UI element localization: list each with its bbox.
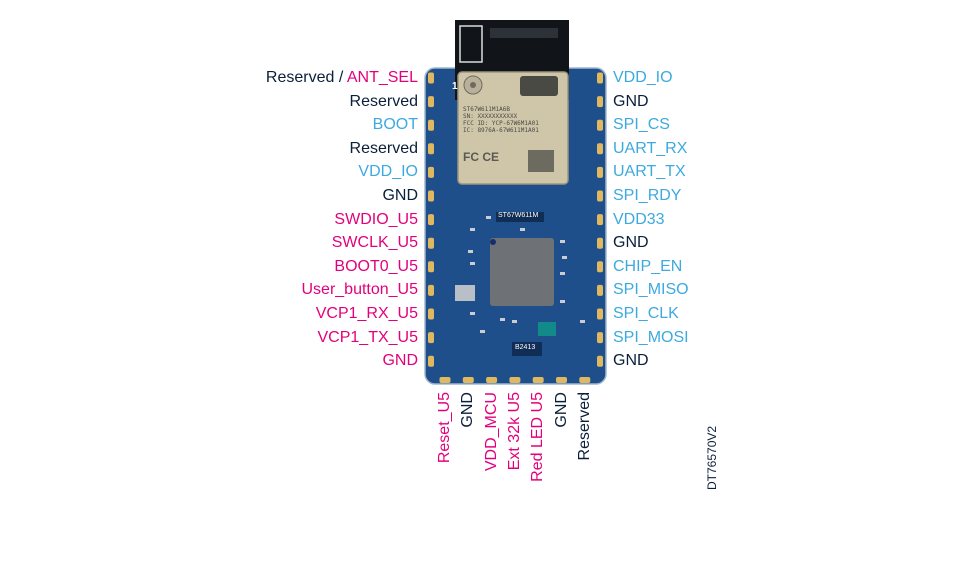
- bottom-pin-label: Reserved: [575, 392, 593, 461]
- left-pin-label-part: VCP1_RX_U5: [315, 305, 418, 322]
- pin-pad: [428, 143, 434, 155]
- pin-pad: [597, 96, 603, 108]
- pin-pad: [509, 377, 521, 383]
- right-pin-label: UART_RX: [613, 139, 688, 157]
- pin-pad: [597, 261, 603, 273]
- left-pin-label-part: Reserved /: [265, 69, 347, 86]
- right-pin-label: SPI_RDY: [613, 187, 682, 204]
- left-pin-label: BOOT: [373, 116, 418, 134]
- module-marking-line: FCC ID: YCP-67W6M1A01: [463, 120, 539, 127]
- pin-pad: [532, 377, 544, 383]
- left-pin-label-part: BOOT: [372, 116, 418, 134]
- bottom-pin-label: Ext 32k U5: [505, 392, 523, 471]
- pin-pad: [428, 261, 434, 273]
- crystal-component: [538, 322, 556, 336]
- pin-pad: [597, 284, 603, 296]
- left-pin-label-part: VCP1_TX_U5: [317, 328, 419, 346]
- right-pin-label: SPI_MOSI: [613, 328, 689, 346]
- pin-pad: [579, 377, 591, 383]
- right-pin-label: VDD33: [613, 210, 665, 228]
- bottom-pin-label: Red LED U5: [529, 392, 547, 482]
- fcc-ce-marks-icon: FC CE: [463, 150, 499, 164]
- pin-pad: [428, 308, 434, 320]
- module-marking-line: IC: 8976A-67W611M1A01: [463, 127, 539, 134]
- pin-pad: [597, 237, 603, 249]
- module-marking: ST67W611M1A6B SN: XXXXXXXXXXX FCC ID: YC…: [463, 106, 539, 134]
- pin-pad: [439, 377, 451, 383]
- right-pin-label: VDD_IO: [613, 69, 673, 86]
- left-pin-label-part: BOOT0_U5: [334, 257, 418, 275]
- figure-id: DT76570V2: [705, 425, 719, 490]
- pin-pad: [428, 214, 434, 226]
- left-pin-label-part: User_button_U5: [301, 281, 418, 299]
- pin-pad: [486, 377, 498, 383]
- left-pin-label-part: VDD_IO: [358, 163, 418, 181]
- module-marking-line: SN: XXXXXXXXXXX: [463, 113, 518, 120]
- left-pin-label-part: Reserved: [349, 139, 418, 157]
- pin-pad: [597, 190, 603, 202]
- module-pin1-label: 1: [452, 81, 458, 92]
- pin-pad: [597, 72, 603, 84]
- left-pin-label: VCP1_TX_U5: [318, 329, 419, 347]
- right-pin-label: GND: [613, 234, 649, 252]
- left-pin-label: VDD_IO: [358, 163, 418, 181]
- pin-pad: [462, 377, 474, 383]
- left-pin-label: Reserved: [350, 93, 418, 111]
- pin-pad: [428, 166, 434, 178]
- module-marking-line: ST67W611M1A6B: [463, 106, 510, 113]
- pin-pad: [597, 355, 603, 367]
- left-pin-label: User_button_U5: [301, 281, 418, 299]
- qr-code-icon: [528, 150, 554, 172]
- left-pin-label: VCP1_RX_U5: [316, 305, 418, 323]
- button-component: [455, 285, 475, 301]
- left-pin-label-part: ANT_SEL: [346, 69, 418, 86]
- bottom-pin-label: GND: [552, 392, 570, 428]
- silkscreen-board-label: B2413: [515, 344, 536, 351]
- pin-pad: [428, 332, 434, 344]
- pin-pad: [428, 284, 434, 296]
- pin-pad: [597, 166, 603, 178]
- silkscreen-part-label: ST67W611M: [498, 212, 539, 219]
- left-pin-label: SWCLK_U5: [332, 234, 418, 252]
- st-logo-icon: [520, 76, 558, 96]
- pin-pad: [597, 332, 603, 344]
- pin-pad: [428, 237, 434, 249]
- left-pin-label: GND: [382, 187, 418, 205]
- pin-pad: [556, 377, 567, 383]
- left-pin-label-part: SWDIO_U5: [334, 210, 418, 228]
- left-pin-label-part: GND: [382, 352, 418, 370]
- right-pin-label: SPI_CLK: [613, 305, 679, 322]
- right-pin-label: SPI_CS: [613, 116, 670, 134]
- bottom-pin-label: Reset_U5: [436, 392, 453, 464]
- mcu-chip: [490, 238, 554, 306]
- pin-pad: [428, 355, 434, 367]
- right-pin-label: CHIP_EN: [613, 257, 683, 275]
- pin-pad: [428, 96, 434, 108]
- left-pin-label-part: GND: [382, 187, 418, 204]
- pin-pad: [597, 214, 603, 226]
- left-pin-label-part: SWCLK_U5: [331, 234, 418, 252]
- right-pin-label: UART_TX: [613, 163, 686, 181]
- bottom-pin-label: VDD_MCU: [482, 392, 500, 472]
- pin-pad: [428, 72, 434, 84]
- pin-pad: [428, 119, 434, 131]
- left-pin-label: GND: [382, 352, 418, 370]
- pin-pad: [597, 143, 603, 155]
- right-pin-label: GND: [613, 352, 649, 370]
- left-pin-label: Reserved / ANT_SEL: [266, 69, 418, 87]
- right-pin-label: SPI_MISO: [613, 281, 689, 299]
- left-pin-label: BOOT0_U5: [334, 258, 418, 276]
- left-pin-label: SWDIO_U5: [334, 211, 418, 229]
- left-pin-label-part: Reserved: [349, 92, 418, 110]
- bottom-pin-label: GND: [459, 392, 477, 428]
- right-pin-label: GND: [613, 92, 649, 110]
- left-pin-label: Reserved: [350, 140, 418, 158]
- pin-pad: [428, 190, 434, 202]
- pin-pad: [597, 119, 603, 131]
- pin-pad: [597, 308, 603, 320]
